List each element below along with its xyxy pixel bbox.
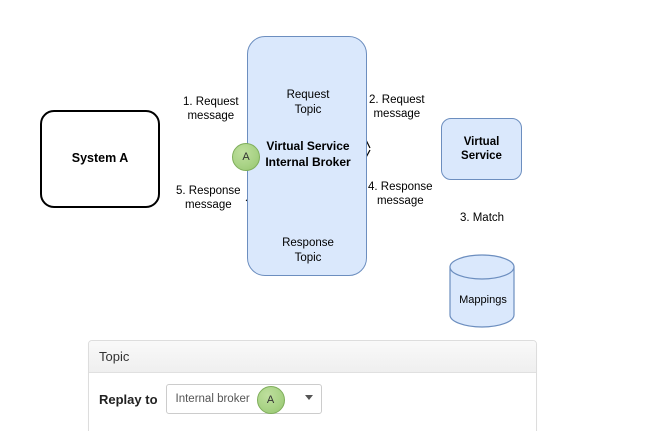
replay-to-label: Replay to bbox=[99, 391, 158, 407]
edge-label-step-2-line1: 2. Request bbox=[369, 94, 425, 106]
response-topic-label-line2: Topic bbox=[294, 251, 322, 264]
node-virtual-service: Virtual Service bbox=[441, 118, 522, 180]
edge-label-step-4: 4. Response message bbox=[367, 180, 434, 209]
edge-label-step-2: 2. Request message bbox=[368, 93, 426, 122]
edge-label-step-4-line1: 4. Response bbox=[368, 181, 433, 193]
response-topic-label-line1: Response bbox=[282, 237, 334, 249]
request-topic-label: Request Topic bbox=[262, 88, 354, 118]
response-topic-label: Response Topic bbox=[262, 236, 354, 266]
mappings-label: Mappings bbox=[459, 294, 507, 306]
edge-label-step-5-line1: 5. Response bbox=[176, 185, 241, 197]
node-broker-label-line1: Virtual Service bbox=[266, 139, 350, 153]
edge-label-step-1: 1. Request message bbox=[182, 95, 240, 124]
request-topic-label-line2: Topic bbox=[294, 103, 322, 116]
edge-label-step-3: 3. Match bbox=[456, 211, 508, 226]
edge-label-step-1-line2: message bbox=[187, 110, 235, 123]
node-virtual-service-internal-broker bbox=[247, 36, 367, 276]
chevron-down-icon[interactable] bbox=[304, 395, 313, 400]
topic-panel: Topic Replay to Internal broker A bbox=[88, 340, 537, 431]
annotation-badge-a: A bbox=[232, 143, 260, 171]
edge-label-step-1-line1: 1. Request bbox=[183, 96, 239, 108]
edge-label-step-4-line2: message bbox=[376, 195, 424, 208]
topic-panel-body: Replay to Internal broker A bbox=[89, 373, 536, 424]
replay-to-select-value: Internal broker bbox=[175, 393, 250, 405]
node-broker-label-line2: Internal Broker bbox=[265, 155, 351, 170]
edge-label-step-5-line2: message bbox=[184, 199, 232, 212]
node-system-a-label: System A bbox=[71, 151, 129, 166]
annotation-badge-a-letter: A bbox=[242, 151, 250, 163]
edge-label-step-2-line2: message bbox=[373, 108, 421, 121]
annotation-badge-a-select-letter: A bbox=[266, 394, 275, 406]
node-virtual-service-line1: Virtual bbox=[463, 135, 500, 148]
node-system-a: System A bbox=[40, 110, 160, 208]
mappings-cylinder bbox=[449, 254, 515, 328]
request-topic-label-line1: Request bbox=[286, 89, 330, 101]
topic-panel-title: Topic bbox=[99, 349, 130, 364]
annotation-badge-a-select: A bbox=[256, 386, 285, 414]
replay-to-select[interactable]: Internal broker A bbox=[165, 384, 322, 414]
edge-label-step-5: 5. Response message bbox=[175, 184, 242, 213]
topic-panel-header: Topic bbox=[89, 341, 536, 373]
node-virtual-service-line2: Service bbox=[461, 150, 502, 162]
node-broker-label: Virtual Service Internal Broker bbox=[250, 138, 366, 170]
